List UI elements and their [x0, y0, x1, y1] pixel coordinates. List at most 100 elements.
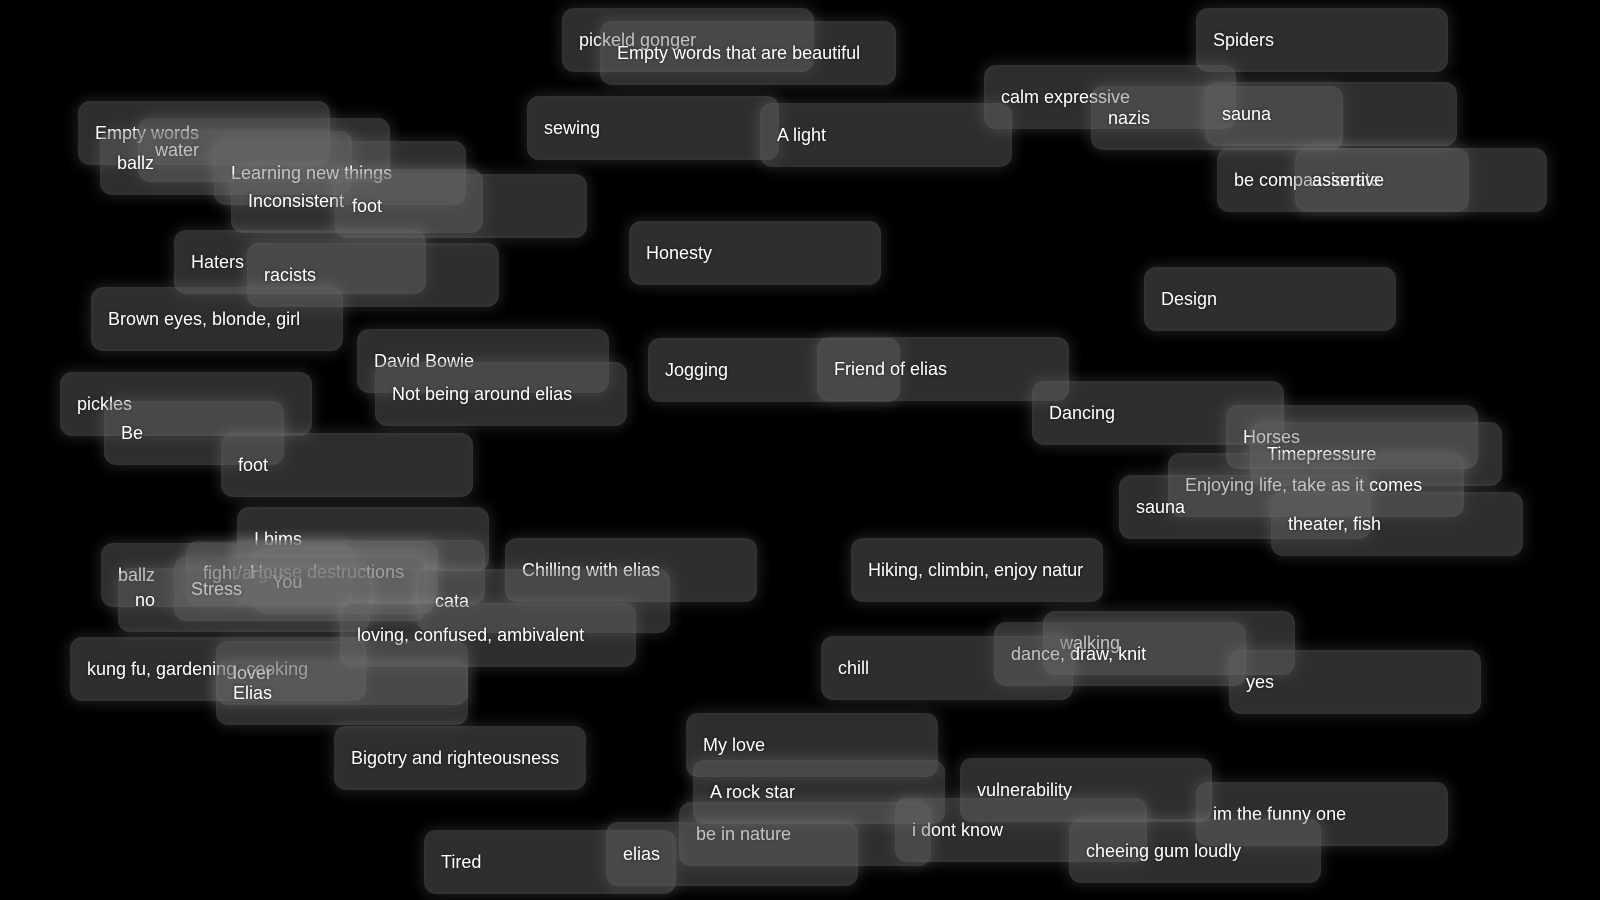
note-card[interactable]: foot [221, 433, 473, 497]
note-card[interactable]: Stress [174, 557, 426, 621]
note-label: Dancing [1049, 403, 1116, 423]
note-card[interactable]: Brown eyes, blonde, girl [91, 287, 343, 351]
note-card[interactable]: walking [1043, 611, 1295, 675]
note-card[interactable]: yes [1229, 650, 1481, 714]
note-label: I bims [254, 529, 303, 549]
note-label: Brown eyes, blonde, girl [108, 309, 301, 329]
note-label: A rock star [710, 782, 796, 802]
note-card[interactable]: My love [686, 713, 938, 777]
note-label: elias [623, 844, 661, 864]
note-card[interactable]: ballz [101, 543, 353, 607]
note-card[interactable]: pickles [60, 372, 312, 436]
note-card[interactable]: sauna [1205, 82, 1457, 146]
note-label: calm expressive [1001, 87, 1131, 107]
note-label: yes [1246, 672, 1275, 692]
note-label: Chilling with elias [522, 560, 661, 580]
note-card[interactable]: A light [760, 103, 1012, 167]
note-card[interactable]: sauna [1119, 475, 1371, 539]
note-card[interactable]: Empty words [78, 101, 330, 165]
note-card[interactable]: Learning new things [214, 141, 466, 205]
note-label: pickeld gonger [579, 30, 697, 50]
note-label: lover [233, 663, 273, 683]
note-card[interactable]: Jogging [648, 338, 900, 402]
note-card[interactable]: kung fu, gardening, cooking [70, 637, 366, 701]
note-card[interactable]: Timepressure [1250, 422, 1502, 486]
note-label: You [272, 572, 303, 592]
note-card[interactable]: vulnerability [960, 758, 1212, 822]
note-label: nazis [1108, 108, 1151, 128]
note-card[interactable]: I bims [237, 507, 489, 571]
note-card[interactable]: lover [216, 641, 468, 705]
note-card[interactable]: Design [1144, 267, 1396, 331]
note-card[interactable]: Spiders [1196, 8, 1448, 72]
note-card[interactable]: cheeing gum loudly [1069, 819, 1321, 883]
note-card[interactable]: nazis [1091, 86, 1343, 150]
note-label: Not being around elias [392, 384, 573, 404]
note-card[interactable]: Not being around elias [375, 362, 627, 426]
note-label: no [135, 590, 156, 610]
note-card[interactable]: calm expressive [984, 65, 1236, 129]
note-card[interactable]: fight/argue [186, 541, 438, 605]
note-label: Tired [441, 852, 482, 872]
note-card[interactable]: Chilling with elias [505, 538, 757, 602]
note-label: im the funny one [1213, 804, 1347, 824]
note-card[interactable]: ballz [100, 131, 352, 195]
note-label: Elias [233, 683, 273, 703]
note-label: ballz [117, 153, 155, 173]
note-card[interactable]: dance, draw, knit [994, 622, 1246, 686]
note-card[interactable]: assertive [1295, 148, 1547, 212]
note-label: walking [1060, 633, 1121, 653]
note-card[interactable]: im the funny one [1196, 782, 1448, 846]
note-label: be compassionate [1234, 170, 1381, 190]
note-card[interactable]: Inconsistent [231, 169, 483, 233]
note-card[interactable]: Empty words that are beautiful [600, 21, 896, 85]
note-card[interactable]: no [118, 568, 370, 632]
note-label: sewing [544, 118, 601, 138]
note-card[interactable]: pickeld gonger [562, 8, 814, 72]
note-label: Spiders [1213, 30, 1275, 50]
note-card[interactable]: Haters [174, 230, 426, 294]
note-card[interactable]: sewing [527, 96, 779, 160]
note-label: cata [435, 591, 470, 611]
note-card[interactable]: House destructions [233, 540, 485, 604]
note-card[interactable]: Elias [216, 661, 468, 725]
note-card[interactable]: A rock star [693, 760, 945, 824]
note-label: A light [777, 125, 827, 145]
note-card[interactable]: Enjoying life, take as it comes [1168, 453, 1464, 517]
note-card[interactable]: Friend of elias [817, 337, 1069, 401]
note-label: Empty words that are beautiful [617, 43, 861, 63]
note-card[interactable]: theater, fish [1271, 492, 1523, 556]
note-card[interactable]: Tired [424, 830, 676, 894]
note-label: water [155, 140, 200, 160]
note-label: Honesty [646, 243, 713, 263]
note-label: kung fu, gardening, cooking [87, 659, 309, 679]
note-card[interactable]: be compassionate [1217, 148, 1469, 212]
note-card[interactable]: Honesty [629, 221, 881, 285]
note-label: cheeing gum loudly [1086, 841, 1242, 861]
note-card[interactable]: Be [104, 401, 284, 465]
note-card[interactable]: cata [418, 569, 670, 633]
note-card[interactable]: Bigotry and righteousness [334, 726, 586, 790]
note-card[interactable]: Hiking, climbin, enjoy natur [851, 538, 1103, 602]
note-label: ballz [118, 565, 156, 585]
note-card[interactable]: racists [247, 243, 499, 307]
note-label: Enjoying life, take as it comes [1185, 475, 1423, 495]
note-card[interactable]: David Bowie [357, 329, 609, 393]
note-card[interactable]: water [138, 118, 390, 182]
note-card[interactable]: Dancing [1032, 381, 1284, 445]
note-card[interactable]: loving, confused, ambivalent [340, 603, 636, 667]
note-card[interactable]: be in nature [679, 802, 931, 866]
note-label: foot [238, 455, 269, 475]
note-label: dance, draw, knit [1011, 644, 1147, 664]
note-label: loving, confused, ambivalent [357, 625, 585, 645]
note-card[interactable]: You [255, 550, 435, 614]
note-card[interactable]: i dont know [895, 798, 1147, 862]
note-card[interactable]: elias [606, 822, 858, 886]
note-card[interactable]: foot [335, 174, 587, 238]
note-label: Friend of elias [834, 359, 948, 379]
note-card[interactable]: Horses [1226, 405, 1478, 469]
note-label: sauna [1136, 497, 1186, 517]
note-card[interactable]: chill [821, 636, 1073, 700]
note-label: sauna [1222, 104, 1272, 124]
